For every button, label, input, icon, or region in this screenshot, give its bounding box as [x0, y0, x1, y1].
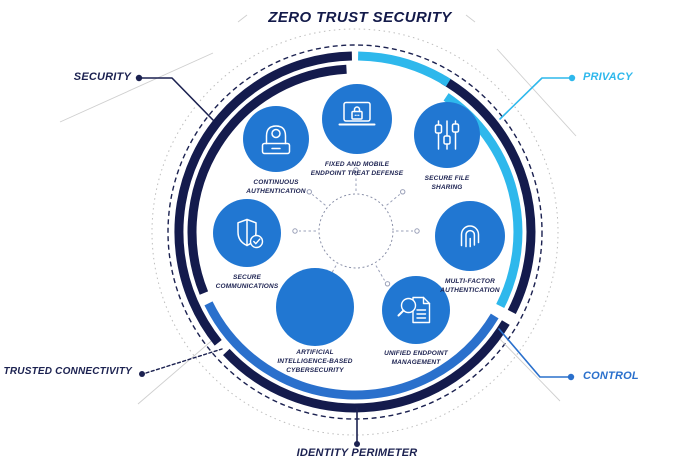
ring-segment-navy-bottom	[223, 320, 510, 413]
label-ai-cybersecurity: ARTIFICIAL INTELLIGENCE-BASED CYBERSECUR…	[277, 349, 353, 374]
sliders-icon	[434, 120, 460, 150]
label-unified-endpoint-management: UNIFIED ENDPOINT MANAGEMENT	[384, 350, 448, 366]
node-multi-factor-authentication	[435, 201, 505, 271]
callout-security: SECURITY	[73, 71, 131, 83]
plain-circle	[276, 268, 354, 346]
node-unified-endpoint-management	[382, 276, 450, 344]
ring-segment-cyan-top	[357, 51, 451, 87]
hub-dotted-circle	[318, 193, 394, 269]
node-secure-file-sharing	[414, 102, 480, 168]
lock-dots	[354, 114, 360, 117]
callout-privacy: PRIVACY	[583, 71, 633, 83]
webcam-person-icon	[261, 125, 291, 155]
shield-check-icon	[237, 218, 264, 249]
ring-segment-navy-inner	[187, 64, 347, 295]
ring-segment-navy-left	[174, 51, 352, 346]
label-multi-factor-authentication: MULTI-FACTOR AUTHENTICATION	[440, 278, 500, 294]
segmented-ring	[174, 51, 536, 413]
magnifier-document-icon	[397, 296, 431, 324]
trusted-dot	[139, 371, 145, 377]
callout-connectors	[135, 74, 576, 447]
node-ai-cybersecurity	[276, 268, 354, 346]
identity-dot	[354, 441, 360, 447]
control-dot	[567, 373, 575, 381]
control-connector	[498, 328, 569, 378]
privacy-connector	[499, 77, 570, 120]
label-secure-file-sharing: SECURE FILE SHARING	[424, 175, 470, 191]
privacy-dot	[568, 74, 576, 82]
ring-segment-navy-right	[440, 75, 536, 314]
ring-segment-royal-inner	[204, 301, 499, 400]
outer-dotted-circle	[151, 28, 559, 436]
security-dot	[135, 74, 143, 82]
label-secure-communications: SECURE COMMUNICATIONS	[215, 274, 279, 290]
security-connector	[141, 77, 214, 121]
decorative-lines	[59, 14, 577, 405]
node-secure-communications	[213, 199, 281, 267]
page-title: ZERO TRUST SECURITY	[268, 9, 452, 26]
callout-identity-perimeter: IDENTITY PERIMETER	[296, 447, 418, 459]
laptop-lock-icon	[338, 101, 376, 126]
fingerprint-icon	[460, 225, 480, 248]
dashed-perimeter-circle	[167, 44, 543, 420]
node-continuous-authentication	[243, 106, 309, 172]
label-fixed-mobile-endpoint: FIXED AND MOBILE ENDPOINT TREAT DEFENSE	[310, 161, 404, 177]
label-continuous-authentication: CONTINUOUS AUTHENTICATION	[246, 179, 306, 195]
trusted-connector	[145, 348, 223, 374]
callout-trusted-connectivity: TRUSTED CONNECTIVITY	[3, 366, 132, 377]
node-fixed-mobile-endpoint	[322, 84, 392, 154]
callout-control: CONTROL	[583, 370, 639, 382]
